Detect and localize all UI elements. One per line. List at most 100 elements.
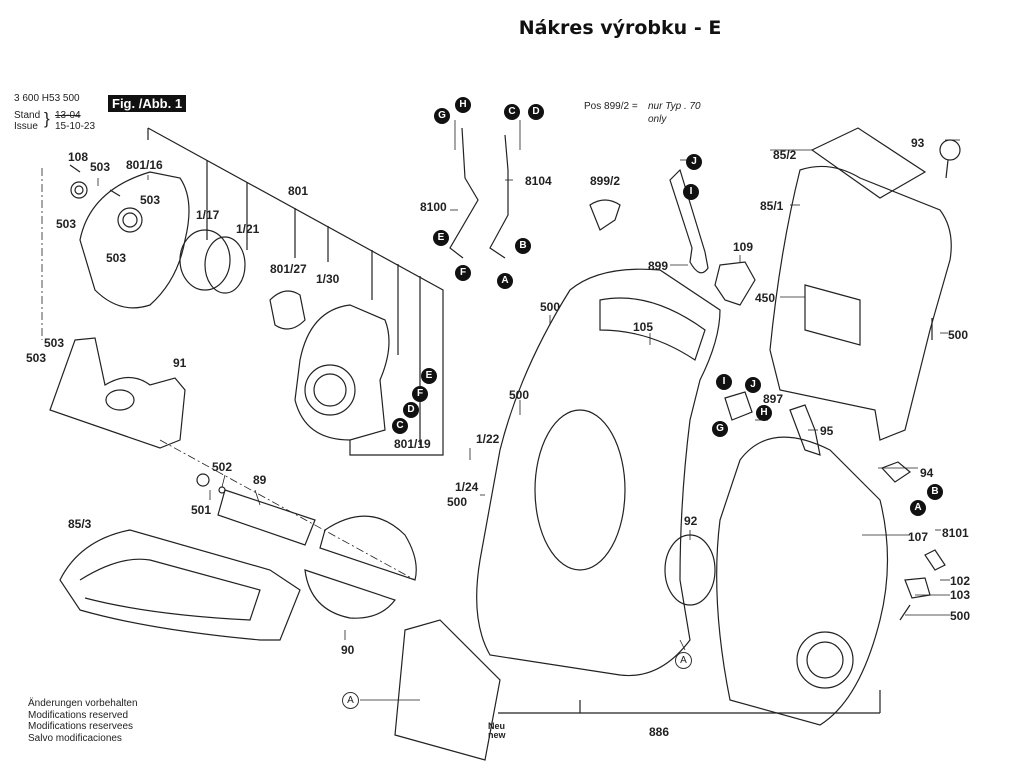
part-label-801-16[interactable]: 801/16 xyxy=(126,158,163,172)
part-label-95[interactable]: 95 xyxy=(820,424,834,438)
part-label-85-2[interactable]: 85/2 xyxy=(773,148,797,162)
part-label-8100[interactable]: 8100 xyxy=(420,200,447,214)
ref-marker-G: G xyxy=(434,108,450,124)
part-label-91[interactable]: 91 xyxy=(173,356,187,370)
ref-marker-I: I xyxy=(716,374,732,390)
part-109-drawing xyxy=(714,261,756,306)
part-label-503[interactable]: 503 xyxy=(90,160,111,174)
part-label-89[interactable]: 89 xyxy=(253,473,267,487)
ref-marker-B: B xyxy=(515,238,531,254)
part-label-109[interactable]: 109 xyxy=(733,240,754,254)
brace: } xyxy=(44,109,50,128)
part-label-85-3[interactable]: 85/3 xyxy=(68,517,92,531)
part-label-899[interactable]: 899 xyxy=(648,259,669,273)
part-label-801[interactable]: 801 xyxy=(288,184,309,198)
part-label-503[interactable]: 503 xyxy=(44,336,65,350)
ref-marker-G: G xyxy=(712,421,728,437)
part-85-2-drawing xyxy=(810,127,927,199)
ref-marker-D: D xyxy=(403,402,419,418)
footer-line: Modifications reserved xyxy=(28,709,129,721)
part-8104-drawing xyxy=(489,134,509,259)
part-label-886[interactable]: 886 xyxy=(649,725,670,739)
part-94-drawing xyxy=(880,461,912,483)
part-label-899-2[interactable]: 899/2 xyxy=(590,174,621,188)
assembly-801-bracket xyxy=(147,127,444,456)
issue-value: 15-10-23 xyxy=(55,121,96,132)
page-title: Nákres výrobku - E xyxy=(518,17,722,39)
part-8100-drawing xyxy=(449,127,479,259)
ref-marker-E: E xyxy=(433,230,449,246)
note-prefix: Pos 899/2 = xyxy=(584,101,638,112)
part-502-drawing xyxy=(218,486,226,494)
part-label-503[interactable]: 503 xyxy=(26,351,47,365)
ref-marker-A: A xyxy=(910,500,926,516)
part-label-8101[interactable]: 8101 xyxy=(942,526,969,540)
part-label-1-30[interactable]: 1/30 xyxy=(316,272,340,286)
part-91-drawing xyxy=(49,337,186,449)
part-label-503[interactable]: 503 xyxy=(140,193,161,207)
new-label-de: Neu xyxy=(488,721,506,731)
part-899-2-drawing xyxy=(589,199,621,231)
part-label-92[interactable]: 92 xyxy=(684,514,698,528)
part-1-17-drawing xyxy=(179,229,231,291)
ref-marker-D: D xyxy=(528,104,544,120)
part-label-1-24[interactable]: 1/24 xyxy=(455,480,479,494)
stand-label: Stand xyxy=(14,110,41,121)
part-label-1-22[interactable]: 1/22 xyxy=(476,432,500,446)
part-label-107[interactable]: 107 xyxy=(908,530,929,544)
part-label-801-27[interactable]: 801/27 xyxy=(270,262,307,276)
new-label-en: new xyxy=(488,730,506,740)
part-label-105[interactable]: 105 xyxy=(633,320,654,334)
part-108-drawing xyxy=(70,181,88,199)
part-label-103[interactable]: 103 xyxy=(950,588,971,602)
part-89-drawing xyxy=(217,489,316,546)
part-85-1-drawing xyxy=(769,165,952,441)
part-label-93[interactable]: 93 xyxy=(911,136,925,150)
part-801-19-drawing xyxy=(294,304,390,441)
ref-marker-F: F xyxy=(412,386,428,402)
part-label-85-1[interactable]: 85/1 xyxy=(760,199,784,213)
part-label-90[interactable]: 90 xyxy=(341,643,355,657)
part-label-94[interactable]: 94 xyxy=(920,466,934,480)
part-label-108[interactable]: 108 xyxy=(68,150,89,164)
part-85-3-drawing xyxy=(59,529,301,641)
ref-marker-A: A xyxy=(497,273,513,289)
part-label-500[interactable]: 500 xyxy=(509,388,530,402)
part-number: 3 600 H53 500 xyxy=(14,93,80,104)
ref-marker-C: C xyxy=(392,418,408,434)
ref-marker-A-outline: A xyxy=(342,692,359,709)
footer-disclaimer: Änderungen vorbehalten Modifications res… xyxy=(28,698,138,744)
figure-label: Fig. /Abb. 1 xyxy=(108,95,187,112)
part-label-102[interactable]: 102 xyxy=(950,574,971,588)
part-label-500[interactable]: 500 xyxy=(950,609,971,623)
ref-marker-H: H xyxy=(756,405,772,421)
ref-marker-J: J xyxy=(745,377,761,393)
part-102-drawing xyxy=(924,549,946,571)
part-501-drawing xyxy=(196,473,210,487)
ref-marker-E: E xyxy=(421,368,437,384)
part-label-502[interactable]: 502 xyxy=(212,460,233,474)
part-label-897[interactable]: 897 xyxy=(763,392,784,406)
part-label-503[interactable]: 503 xyxy=(106,251,127,265)
stand-value: 13-04 xyxy=(55,110,81,121)
part-897-drawing xyxy=(724,391,753,421)
part-label-8104[interactable]: 8104 xyxy=(525,174,552,188)
ref-marker-A-outline: A xyxy=(675,652,692,669)
part-label-1-21[interactable]: 1/21 xyxy=(236,222,260,236)
part-label-500[interactable]: 500 xyxy=(447,495,468,509)
ref-marker-F: F xyxy=(455,265,471,281)
part-label-500[interactable]: 500 xyxy=(540,300,561,314)
part-label-450[interactable]: 450 xyxy=(755,291,776,305)
part-label-503[interactable]: 503 xyxy=(56,217,77,231)
ref-marker-I: I xyxy=(683,184,699,200)
part-93-drawing xyxy=(939,139,961,161)
part-90-drawing xyxy=(319,515,417,581)
part-801-27-drawing xyxy=(269,290,306,330)
part-label-801-19[interactable]: 801/19 xyxy=(394,437,431,451)
part-899-drawing xyxy=(669,168,709,274)
ref-marker-C: C xyxy=(504,104,520,120)
part-label-1-17[interactable]: 1/17 xyxy=(196,208,220,222)
part-label-501[interactable]: 501 xyxy=(191,503,212,517)
right-cover-drawing xyxy=(716,436,889,726)
part-label-500[interactable]: 500 xyxy=(948,328,969,342)
